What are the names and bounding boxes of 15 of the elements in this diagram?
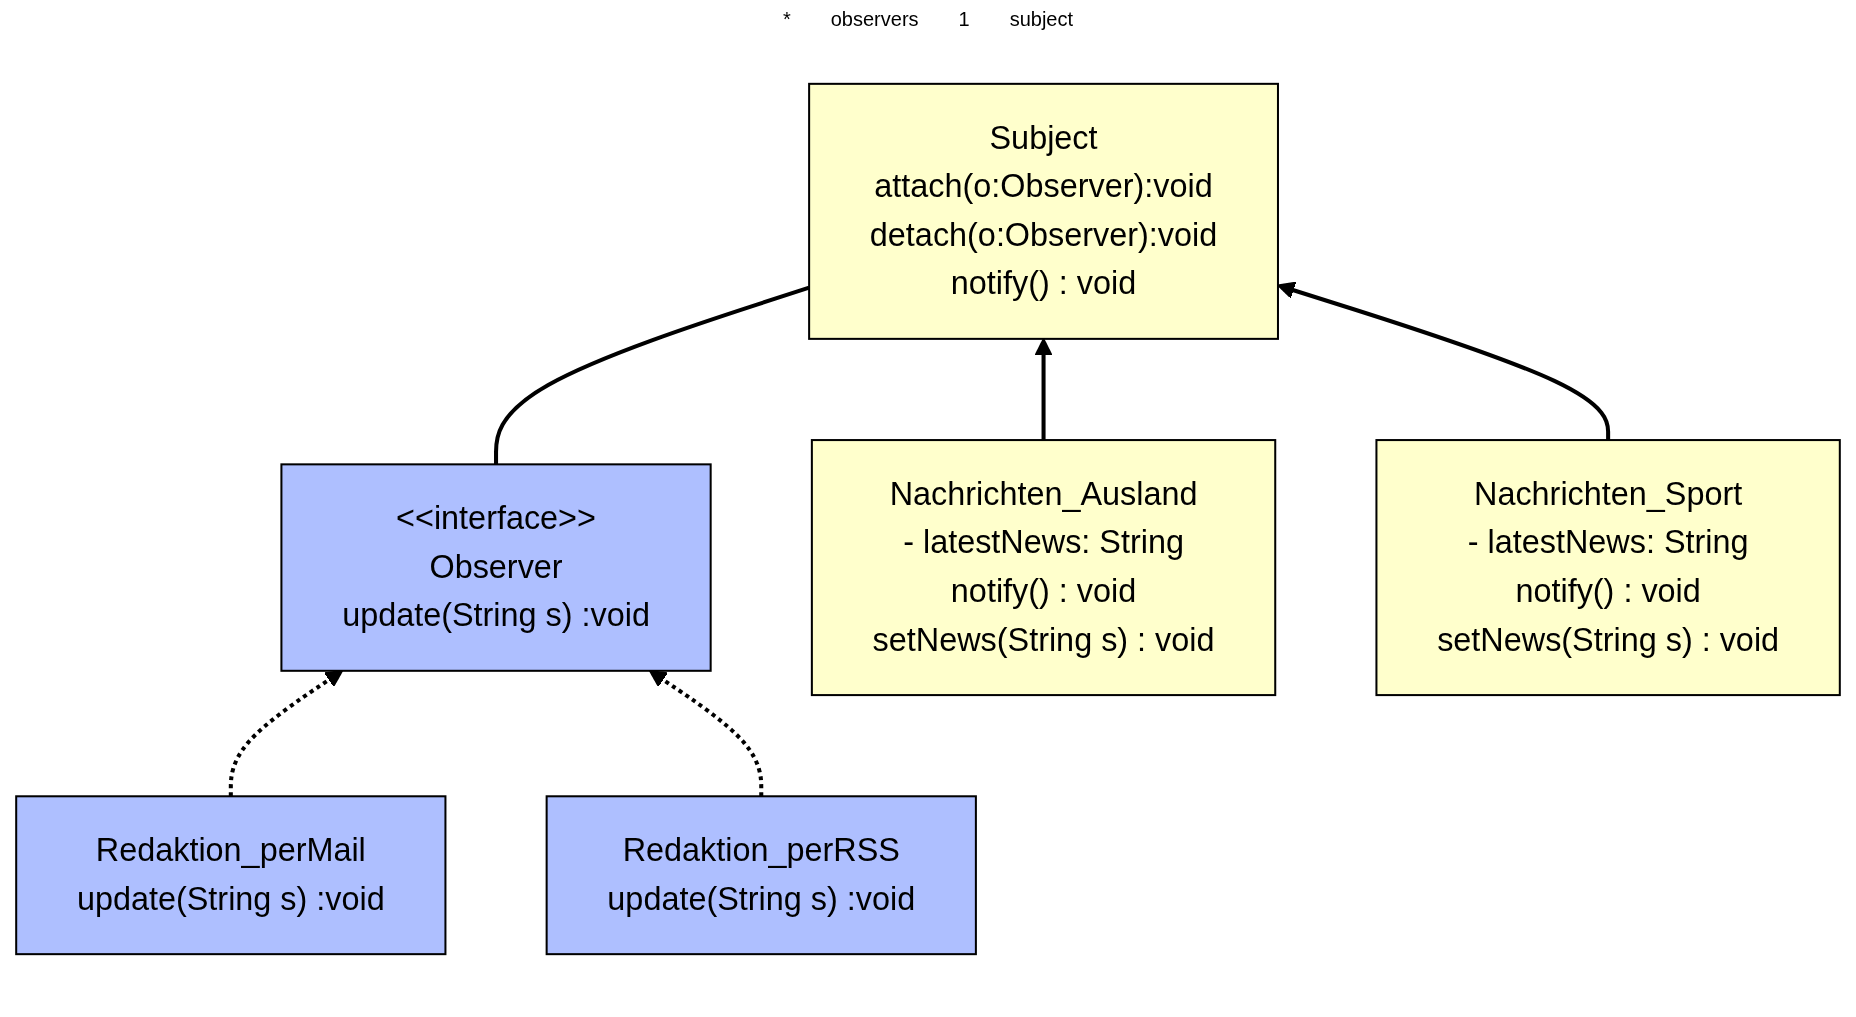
arrow bbox=[1034, 338, 1053, 441]
association-end-label: * bbox=[782, 8, 791, 31]
arrow bbox=[648, 670, 764, 797]
arrow bbox=[228, 670, 344, 797]
node-box: Subject attach(o:Observer):void detach(o:Observer):void notify() : void bbox=[808, 82, 1279, 340]
arrow bbox=[1277, 281, 1611, 441]
connector bbox=[494, 285, 810, 465]
node-box: Redaktion_perRSS update(String s) :void bbox=[545, 795, 977, 956]
node-box: Nachrichten_Ausland - latestNews: String notify() : void setNews(String s) : void bbox=[810, 439, 1277, 697]
node-box: Redaktion_perMail update(String s) :void bbox=[15, 795, 447, 956]
association-end-label: 1 bbox=[958, 8, 970, 31]
node-box: <<interface>> Observer update(String s) :void bbox=[280, 463, 712, 672]
node-box: Nachrichten_Sport - latestNews: String notify() : void setNews(String s) : void bbox=[1375, 439, 1841, 697]
association-end-label: subject bbox=[1009, 8, 1074, 31]
association-end-label: observers bbox=[830, 8, 919, 31]
